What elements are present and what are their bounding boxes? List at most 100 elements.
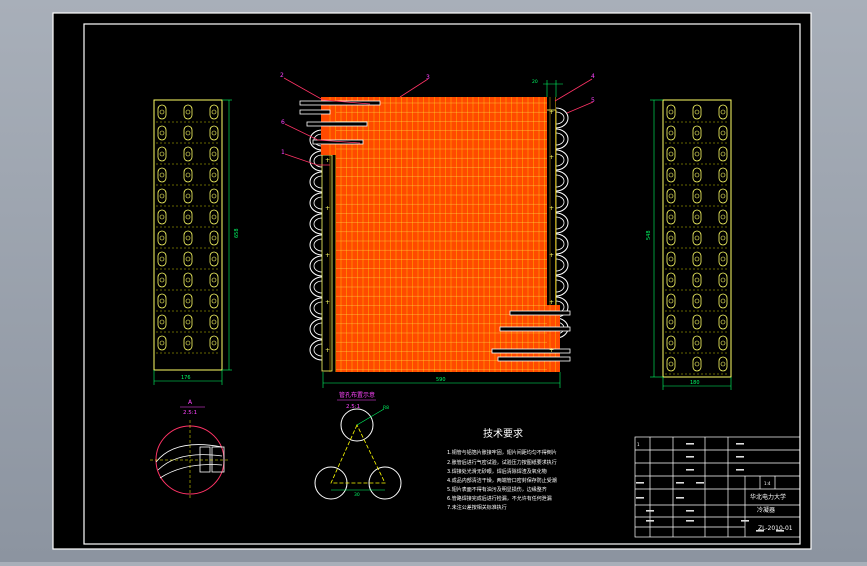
right-height-dim: 548 xyxy=(646,230,652,240)
title-block-mark xyxy=(686,443,694,445)
title-block-mark xyxy=(686,520,694,522)
title-block-mark xyxy=(636,482,644,484)
balloon-6: 6 xyxy=(281,119,285,126)
tube-hole-center xyxy=(720,172,726,178)
tube-hole xyxy=(666,104,676,120)
tube-hole xyxy=(209,125,219,141)
tube-hole xyxy=(183,188,193,204)
tube-hole-center xyxy=(720,319,726,325)
return-bend xyxy=(555,170,569,192)
return-bend xyxy=(309,171,323,193)
tube-hole-center xyxy=(668,172,674,178)
tube-hole-center xyxy=(159,235,165,241)
tube-hole xyxy=(209,188,219,204)
tube-hole xyxy=(209,104,219,120)
tube-hole xyxy=(666,356,676,372)
tube-hole-center xyxy=(694,340,700,346)
tube-hole-center xyxy=(720,277,726,283)
tube-hole xyxy=(209,293,219,309)
tube-hole-center xyxy=(159,340,165,346)
detail-label: A xyxy=(188,399,193,406)
return-bend xyxy=(555,128,569,150)
tech-line-5: 5.翅片表面不得有油污及明显损伤，边缘整齐 xyxy=(447,486,547,493)
return-bend xyxy=(555,149,569,171)
tube-hole-center xyxy=(211,277,217,283)
tube-hole-center xyxy=(211,256,217,262)
return-bend-inner xyxy=(313,343,323,357)
tube-hole-center xyxy=(185,340,191,346)
mounting-mark: + xyxy=(549,299,554,306)
tube-hole-center xyxy=(668,151,674,157)
return-bend xyxy=(309,192,323,214)
tube-hole xyxy=(718,356,728,372)
tube-hole xyxy=(666,146,676,162)
tube-hole xyxy=(183,125,193,141)
title-block-mark xyxy=(696,482,704,484)
tube-hole-center xyxy=(668,193,674,199)
return-bend-inner xyxy=(555,111,565,125)
fin-coil-block xyxy=(321,97,560,372)
tube-hole xyxy=(157,293,167,309)
tube-hole-center xyxy=(211,340,217,346)
title-block-mark xyxy=(676,482,684,484)
right-width-dim: 180 xyxy=(690,380,700,386)
triangle-side-dim: 30 xyxy=(354,492,360,498)
tube-hole xyxy=(666,230,676,246)
return-bend xyxy=(555,212,569,234)
tech-title: 技术要求 xyxy=(483,427,523,440)
tech-line-3: 3.焊接处光滑无砂眼，焊后清除焊渣及氧化物 xyxy=(447,468,547,475)
tube-hole xyxy=(183,146,193,162)
tube-hole xyxy=(666,251,676,267)
tube-hole xyxy=(666,335,676,351)
tube-hole xyxy=(209,167,219,183)
tube-hole-center xyxy=(668,361,674,367)
tube-hole xyxy=(209,209,219,225)
pattern-scale: 2.5:1 xyxy=(346,404,360,410)
tube-hole xyxy=(666,314,676,330)
mounting-mark: + xyxy=(549,347,554,354)
balloon-1: 1 xyxy=(281,149,285,156)
title-block-mark xyxy=(636,497,644,499)
tube-hole xyxy=(692,272,702,288)
balloon-3: 3 xyxy=(426,74,430,81)
return-bend-inner xyxy=(555,279,565,293)
tube-hole xyxy=(209,272,219,288)
tube-hole xyxy=(692,230,702,246)
title-block-mark xyxy=(686,510,694,512)
left-width-dim: 176 xyxy=(181,375,191,381)
tube-hole xyxy=(718,209,728,225)
tube-hole-center xyxy=(211,319,217,325)
tube-hole xyxy=(666,293,676,309)
title-block-mark xyxy=(646,520,654,522)
return-bend-inner xyxy=(313,259,323,273)
tech-line-2: 2.胀管后进行气密试验，试验压力按图纸要求执行 xyxy=(447,459,557,466)
tube-hole xyxy=(157,167,167,183)
title-block-mark xyxy=(736,443,744,445)
tube-hole-center xyxy=(668,130,674,136)
drawing-border xyxy=(83,23,801,545)
balloon-2: 2 xyxy=(280,72,284,79)
tech-line-4: 4.成品内部清洁干燥，两端管口密封保存防止受潮 xyxy=(447,477,557,484)
tube-hole-center xyxy=(668,340,674,346)
mounting-mark: + xyxy=(549,154,554,161)
tube-hole-center xyxy=(185,109,191,115)
tech-line-1: 1.铜管与铝箔片胀接牢固，翅片间距均匀不得倒片 xyxy=(447,449,557,456)
tube-hole xyxy=(692,335,702,351)
tube-hole xyxy=(157,104,167,120)
tube-hole xyxy=(157,209,167,225)
tube-hole xyxy=(157,272,167,288)
return-bend xyxy=(309,255,323,277)
return-bend xyxy=(309,234,323,256)
tube-hole-center xyxy=(211,151,217,157)
tube-hole-center xyxy=(185,277,191,283)
tube-hole-center xyxy=(694,130,700,136)
tube-hole-center xyxy=(694,256,700,262)
title-block-mark xyxy=(741,520,749,522)
tube-hole-center xyxy=(694,277,700,283)
tube-hole-center xyxy=(694,172,700,178)
tube-hole-center xyxy=(159,109,165,115)
return-bend-inner xyxy=(555,237,565,251)
tube-hole-center xyxy=(720,151,726,157)
main-width-dim: 590 xyxy=(436,377,446,383)
